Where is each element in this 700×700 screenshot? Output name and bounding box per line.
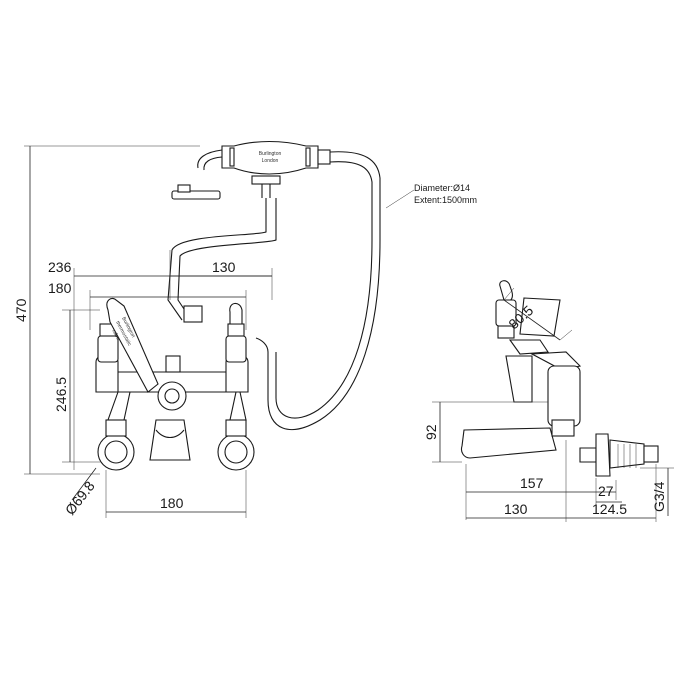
dim-base-depth: 130: [504, 501, 528, 517]
dim-width-236: 236: [48, 259, 72, 275]
hose-diameter-note: Diameter:Ø14: [414, 183, 470, 193]
dim-spout-height: 92: [423, 424, 439, 440]
dim-spout-reach: 157: [520, 475, 544, 491]
dim-hose-offset-130: 130: [212, 259, 236, 275]
dim-width-180-upper: 180: [48, 280, 72, 296]
shower-hose: [167, 151, 381, 430]
handset-brand-line1: Burlington: [259, 151, 282, 157]
handset-brand-line2: London: [262, 158, 279, 164]
dim-body-height: 246.5: [53, 377, 69, 412]
side-tap-body: [460, 280, 659, 477]
front-view: Burlington London: [13, 141, 477, 518]
side-dimensions: 80.5 92 157 27 130 124.5: [423, 287, 674, 522]
shower-handset: Burlington London: [171, 141, 331, 200]
dim-overall-height: 470: [13, 298, 29, 322]
dim-centres-180: 180: [160, 495, 184, 511]
hose-note: Diameter:Ø14 Extent:1500mm: [385, 183, 477, 209]
wall-flanges: [97, 419, 255, 471]
lever-text-3: valve: [110, 328, 121, 341]
dim-flange-diameter: Ø69.8: [62, 478, 98, 518]
tap-body: [95, 305, 249, 461]
dim-thread-gap: 27: [598, 483, 614, 499]
hose-extent-note: Extent:1500mm: [414, 195, 477, 205]
dim-connector-depth: 124.5: [592, 501, 627, 517]
right-lever-valve: [225, 302, 247, 363]
dim-thread: G3/4: [651, 481, 667, 512]
side-view: 80.5 92 157 27 130 124.5: [423, 280, 674, 522]
